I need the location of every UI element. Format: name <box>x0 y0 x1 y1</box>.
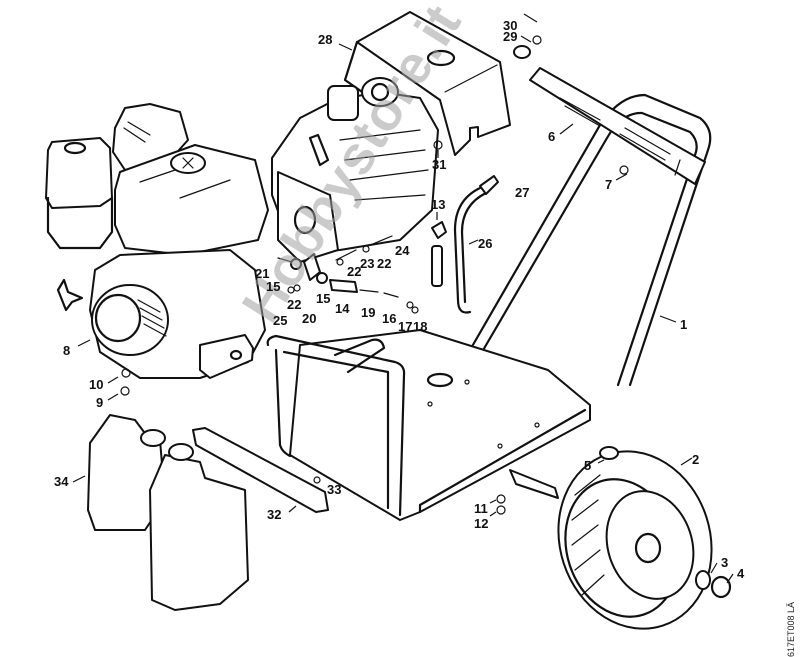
engine-drawing <box>45 103 269 379</box>
callout-7: 7 <box>605 177 613 192</box>
callout-10: 10 <box>89 377 104 392</box>
fittings-drawing <box>277 221 447 314</box>
callout-34: 34 <box>54 474 69 489</box>
callout-21: 21 <box>255 266 270 281</box>
handle-grip-drawing <box>529 67 706 185</box>
callout-19: 19 <box>361 305 376 320</box>
callout-12: 12 <box>474 516 489 531</box>
callout-20: 20 <box>302 311 317 326</box>
callout-24: 24 <box>395 243 410 258</box>
callout-13: 13 <box>431 197 446 212</box>
callout-1: 1 <box>680 317 688 332</box>
callout-17: 17 <box>398 319 413 334</box>
callout-16: 16 <box>382 311 397 326</box>
hose-drawing <box>453 175 499 314</box>
callout-23: 23 <box>360 256 375 271</box>
callout-33: 33 <box>327 482 342 497</box>
callout-5: 5 <box>584 458 592 473</box>
callout-6: 6 <box>548 129 556 144</box>
callout-25: 25 <box>273 313 288 328</box>
callout-4: 4 <box>737 566 745 581</box>
wheel-drawing <box>557 450 713 630</box>
callout-27: 27 <box>515 185 530 200</box>
diagram-drawing <box>45 11 734 630</box>
drawing-code: 617ET008 LÄ <box>786 602 796 657</box>
parts-diagram: Hobbystore.it 28 29 30 31 6 7 13 27 26 2… <box>45 0 796 657</box>
callout-14: 14 <box>335 301 350 316</box>
foot-and-washers-drawing <box>120 35 732 599</box>
rail-drawing <box>192 427 329 513</box>
callout-22b: 22 <box>347 264 362 279</box>
callout-3: 3 <box>721 555 729 570</box>
callout-26: 26 <box>478 236 493 251</box>
callout-8: 8 <box>63 343 71 358</box>
pump-drawing <box>271 77 439 263</box>
callout-31: 31 <box>432 157 447 172</box>
callout-29: 29 <box>503 29 518 44</box>
callout-15b: 15 <box>316 291 331 306</box>
callout-32: 32 <box>267 507 282 522</box>
canisters-drawing <box>87 414 249 611</box>
callout-15a: 15 <box>266 279 281 294</box>
callout-18: 18 <box>413 319 428 334</box>
leader-lines <box>72 13 734 584</box>
callout-30: 30 <box>503 18 518 33</box>
callout-22c: 22 <box>287 297 302 312</box>
callout-9: 9 <box>96 395 104 410</box>
callout-28: 28 <box>318 32 333 47</box>
callout-11: 11 <box>474 501 488 516</box>
callout-22a: 22 <box>377 256 392 271</box>
callout-2: 2 <box>692 452 700 467</box>
